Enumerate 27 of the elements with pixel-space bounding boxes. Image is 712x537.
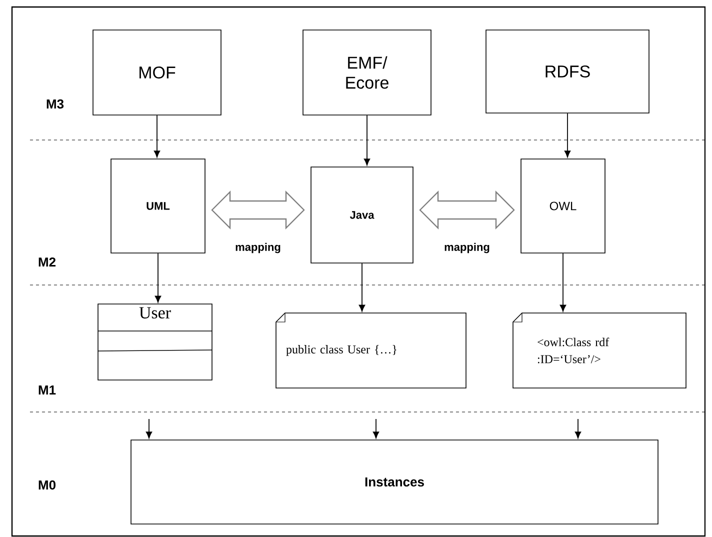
double-arrow	[211, 190, 305, 230]
edge-label: mapping	[443, 242, 491, 254]
class-box: User	[98, 304, 212, 380]
arrow	[574, 418, 582, 438]
arrow	[154, 252, 162, 303]
arrow	[154, 114, 160, 158]
arrow	[364, 114, 370, 166]
box: Java	[310, 166, 414, 264]
box: MOF	[92, 30, 222, 116]
arrow	[560, 252, 566, 312]
level-label: M2	[38, 257, 56, 267]
arrow	[372, 418, 380, 438]
arrow	[146, 418, 152, 438]
note-box: public class User {…}	[276, 312, 466, 388]
arrow	[358, 262, 366, 312]
arrow	[564, 112, 571, 158]
box: Instances	[130, 440, 658, 524]
box: RDFS	[486, 30, 650, 114]
note-box: <owl:Class rdf :ID=‘User’/>	[512, 312, 686, 388]
level-label: M3	[46, 99, 64, 109]
box: EMF/ Ecore	[302, 30, 432, 116]
double-arrow	[419, 190, 515, 230]
level-label: M0	[38, 480, 56, 490]
level-label: M1	[38, 386, 56, 394]
edge-label: mapping	[234, 242, 282, 254]
box: UML	[110, 158, 206, 254]
box: OWL	[520, 158, 606, 254]
